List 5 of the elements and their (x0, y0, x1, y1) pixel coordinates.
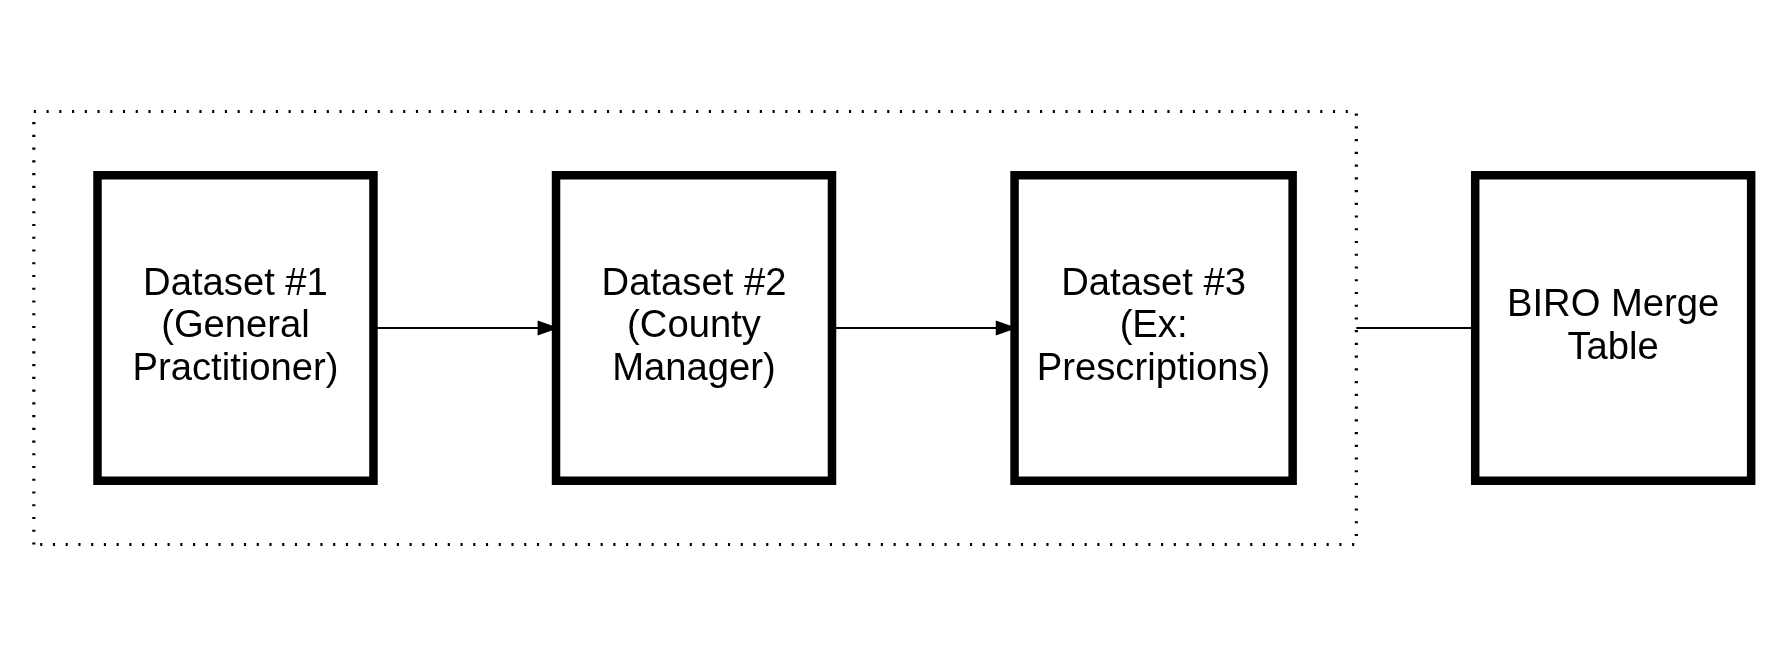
node-box: Dataset #2 (County Manager) (551, 170, 837, 485)
node-box: Dataset #1 (General Practitioner) (93, 170, 378, 485)
cluster (32, 109, 1358, 546)
node-box: BIRO Merge Table (1470, 170, 1756, 485)
node-box: Dataset #3 (Ex: Prescriptions) (1010, 170, 1297, 485)
